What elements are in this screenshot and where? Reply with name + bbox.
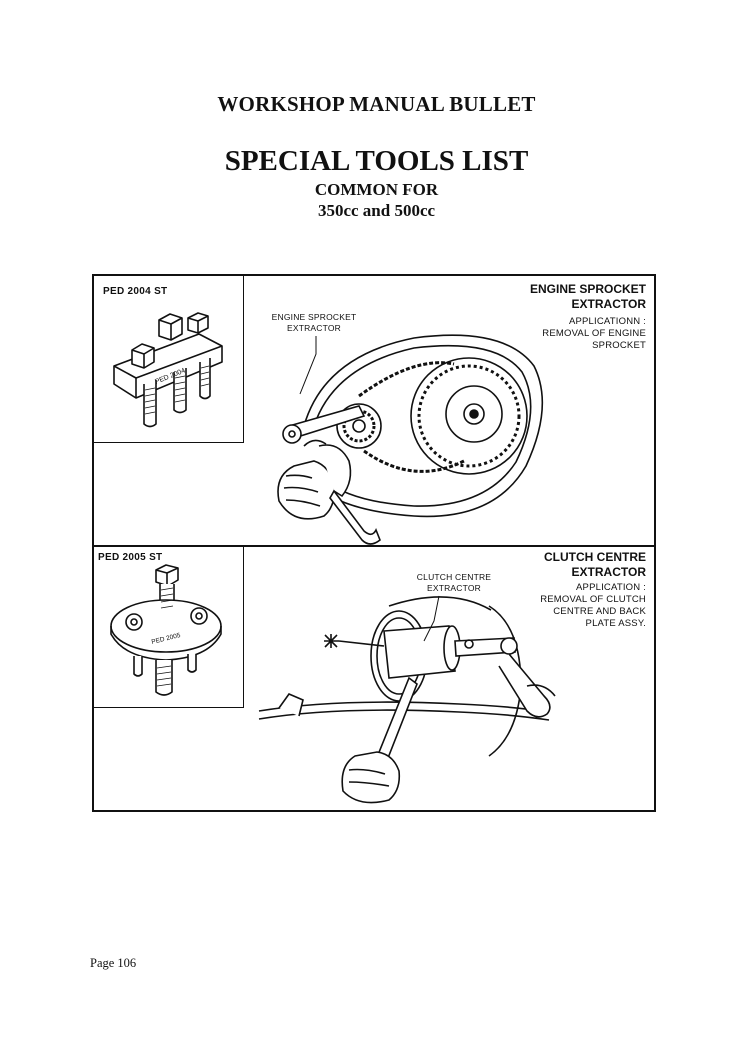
callout-line: ENGINE SPROCKET bbox=[271, 312, 357, 322]
tool-thumbnail-box bbox=[94, 546, 244, 708]
tool-thumbnail-box bbox=[94, 276, 244, 443]
application-line: APPLICATIONN : bbox=[568, 316, 646, 327]
application-line: REMOVAL OF ENGINE bbox=[542, 328, 646, 339]
tools-table: PED 2004 ST PED 2004 bbox=[92, 274, 656, 812]
page-number: Page 106 bbox=[90, 956, 137, 970]
callout-line: CLUTCH CENTRE bbox=[416, 572, 492, 582]
tool-application: APPLICATIONN : REMOVAL OF ENGINE SPROCKE… bbox=[446, 316, 646, 352]
application-line: REMOVAL OF CLUTCH bbox=[540, 594, 646, 605]
callout-leader-line bbox=[299, 336, 317, 395]
tool-code: PED 2004 ST bbox=[103, 286, 168, 297]
tool-callout: ENGINE SPROCKET EXTRACTOR bbox=[259, 312, 369, 334]
tool-title-line: EXTRACTOR bbox=[571, 565, 646, 579]
common-for-label: COMMON FOR bbox=[314, 180, 439, 199]
engine-sprocket-illustration bbox=[277, 334, 544, 545]
sprocket-extractor-tool-drawing: PED 2004 bbox=[113, 312, 223, 428]
tool-title: ENGINE SPROCKET EXTRACTOR bbox=[446, 282, 646, 312]
clutch-extractor-tool-drawing: PED 2005 bbox=[110, 564, 222, 696]
application-line: APPLICATION : bbox=[576, 582, 646, 593]
tool-callout: CLUTCH CENTRE EXTRACTOR bbox=[399, 572, 509, 594]
callout-line: EXTRACTOR bbox=[286, 323, 342, 333]
callout-leader-line bbox=[423, 595, 440, 642]
tool-title: CLUTCH CENTRE EXTRACTOR bbox=[446, 550, 646, 580]
application-line: SPROCKET bbox=[592, 340, 646, 351]
application-line: CENTRE AND BACK bbox=[553, 606, 646, 617]
tool-title-line: ENGINE SPROCKET bbox=[529, 282, 646, 296]
clutch-centre-illustration bbox=[258, 596, 556, 804]
application-line: PLATE ASSY. bbox=[585, 618, 646, 629]
callout-line: EXTRACTOR bbox=[426, 583, 482, 593]
tool-code: PED 2005 ST bbox=[98, 552, 163, 563]
tool-title-line: EXTRACTOR bbox=[571, 297, 646, 311]
manual-title: WORKSHOP MANUAL BULLET bbox=[217, 92, 536, 116]
models-label: 350cc and 500cc bbox=[317, 201, 436, 220]
tool-title-line: CLUTCH CENTRE bbox=[544, 550, 646, 564]
tool-application: APPLICATION : REMOVAL OF CLUTCH CENTRE A… bbox=[446, 582, 646, 630]
row-divider bbox=[94, 545, 654, 547]
list-title: SPECIAL TOOLS LIST bbox=[224, 145, 529, 177]
